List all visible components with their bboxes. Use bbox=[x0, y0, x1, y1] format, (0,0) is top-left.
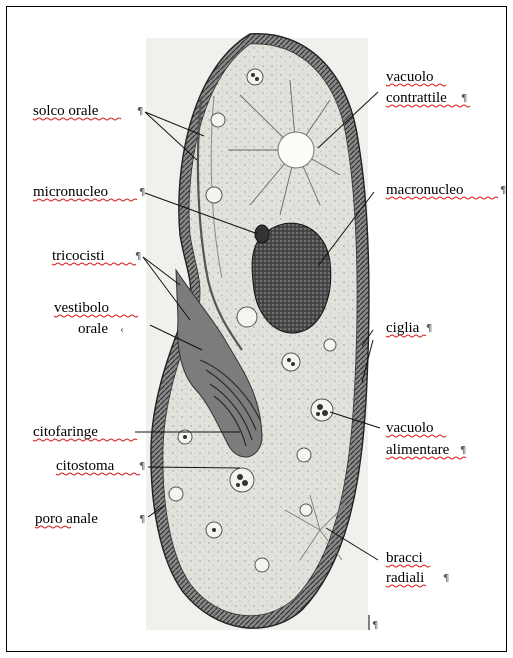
label-vacuolo-contrattile-2: contrattile bbox=[386, 90, 447, 106]
pilcrow-mark: ¶ bbox=[372, 620, 378, 631]
pilcrow-mark: ¶ bbox=[460, 445, 466, 456]
label-poro-anale: poro anale bbox=[35, 511, 98, 527]
pilcrow-mark: ¶ bbox=[443, 573, 449, 584]
pilcrow-mark: ¶ bbox=[426, 323, 432, 334]
pilcrow-mark: ¶ bbox=[135, 251, 141, 262]
label-ciglia: ciglia bbox=[386, 320, 420, 336]
label-micronucleo: micronucleo bbox=[33, 184, 108, 200]
label-bracci: bracci bbox=[386, 550, 423, 566]
label-macronucleo: macronucleo bbox=[386, 182, 463, 198]
label-citostoma: citostoma bbox=[56, 458, 115, 474]
right-labels: vacuolo contrattile ¶ macronucleo ¶ cigl… bbox=[386, 69, 506, 586]
label-vestibolo-orale: orale bbox=[78, 321, 108, 337]
label-citofaringe: citofaringe bbox=[33, 424, 98, 440]
label-solco-orale: solco orale bbox=[33, 103, 99, 119]
label-vestibolo: vestibolo bbox=[54, 300, 109, 316]
pilcrow-mark: ¶ bbox=[137, 106, 143, 117]
label-tricocisti: tricocisti bbox=[52, 248, 105, 264]
pilcrow-mark: ¶ bbox=[139, 461, 145, 472]
label-vacuolo-alimentare: vacuolo bbox=[386, 420, 433, 436]
label-vacuolo-alimentare-2: alimentare bbox=[386, 442, 450, 458]
left-labels: solco orale ¶ micronucleo ¶ tricocisti ¶… bbox=[33, 103, 145, 527]
label-bracci-radiali: radiali bbox=[386, 570, 424, 586]
return-mark: ‹ bbox=[120, 325, 124, 336]
pilcrow-mark: ¶ bbox=[500, 185, 506, 196]
pilcrow-mark: ¶ bbox=[139, 187, 145, 198]
label-vacuolo-contrattile: vacuolo bbox=[386, 69, 433, 85]
pilcrow-mark: ¶ bbox=[139, 514, 145, 525]
pilcrow-mark: ¶ bbox=[461, 93, 467, 104]
